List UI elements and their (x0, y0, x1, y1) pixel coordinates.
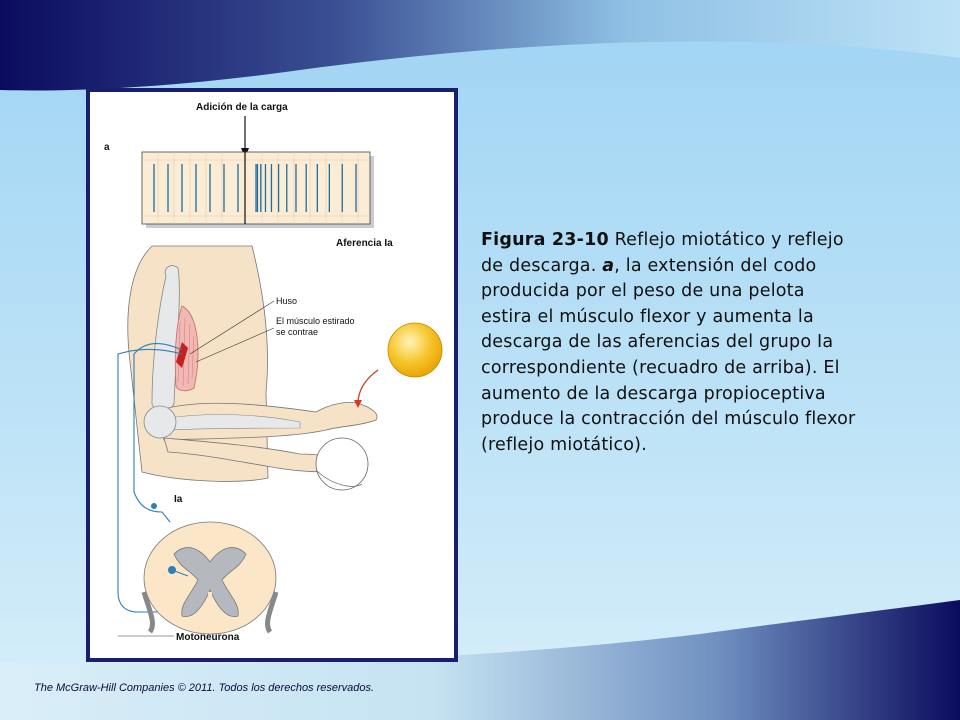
afferent-nerve-path (133, 343, 183, 523)
bottom-decorative-band (0, 600, 960, 720)
motor-nerve-path (117, 349, 183, 613)
ia-fiber-label: Ia (174, 494, 183, 505)
falling-arrow-icon (357, 369, 379, 405)
panel-a-label: a (104, 142, 110, 153)
caption-text-part1: Reflejo miotático y reflejo de descarga. (481, 230, 844, 276)
load-added-label: Adición de la carga (196, 102, 288, 113)
spindle-label: Huso (276, 296, 297, 306)
stretch-reflex-illustration: Adición de la carga a (104, 102, 443, 643)
caption-panel-a: a (602, 255, 615, 276)
top-decorative-band (0, 0, 960, 91)
afferent-discharge-record (141, 151, 374, 228)
copyright-footer: The McGraw-Hill Companies © 2011. Todos … (34, 682, 375, 694)
figure-caption: Figura 23-10 Reflejo miotático y reflejo… (481, 228, 861, 458)
motoneuron-label: Motoneurona (176, 632, 240, 643)
stretched-muscle-label-line1: El músculo estirado (276, 316, 355, 326)
ball-icon (387, 322, 443, 378)
caption-text-part2: , la extensión del codo producida por el… (481, 255, 856, 455)
spinal-cord-section (141, 521, 279, 635)
figure-frame: Adición de la carga a (86, 88, 458, 662)
arm-illustration (127, 245, 378, 491)
figure-number: Figura 23-10 (481, 230, 609, 250)
afferent-ia-label: Aferencia Ia (336, 238, 393, 249)
stretched-muscle-label-line2: se contrae (276, 327, 318, 337)
